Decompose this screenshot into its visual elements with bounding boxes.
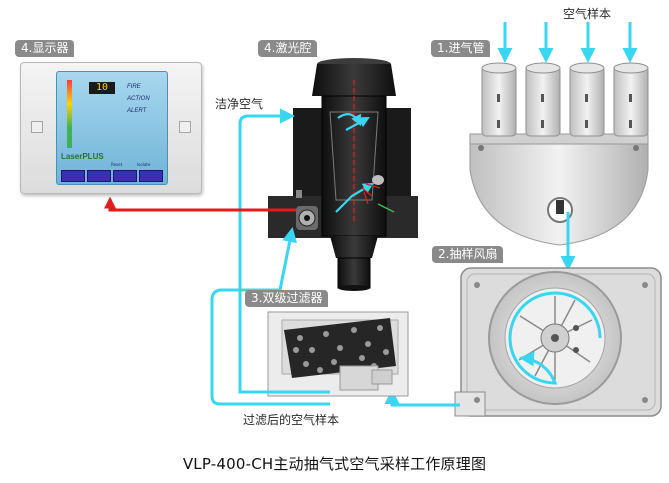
display-digits: 10 [89, 82, 115, 94]
panel-button [113, 170, 137, 182]
fan-swirl-arrow [508, 291, 602, 385]
air-sample-arrows [497, 22, 638, 63]
dual-filter [267, 311, 409, 397]
mount-hole [179, 121, 191, 133]
fire-indicator: FIRE [127, 84, 141, 90]
filtered-air-label: 过滤后的空气样本 [243, 413, 340, 427]
chamber-flow-out [345, 116, 370, 131]
display-tag: 4.显示器 [15, 40, 75, 57]
laser-chamber [268, 58, 418, 291]
air-sample-label: 空气样本 [563, 7, 612, 21]
isolate-key-label: Isolate [137, 162, 151, 167]
display-screen: 10 FIRE ACTION ALERT LaserPLUS Reset Iso… [56, 71, 168, 185]
laser-chamber-tag: 4.激光腔 [258, 40, 318, 57]
level-bar [67, 80, 72, 148]
filter-tag: 3.双级过滤器 [245, 290, 329, 307]
sampling-fan [454, 267, 662, 417]
display-panel: 10 FIRE ACTION ALERT LaserPLUS Reset Iso… [20, 62, 202, 194]
clean-air-path [238, 114, 330, 394]
filtered-air-path [210, 227, 330, 406]
fan-tag: 2.抽样风扇 [432, 246, 504, 263]
intake-manifold [469, 62, 649, 246]
signal-line [104, 196, 296, 212]
panel-button [87, 170, 111, 182]
mount-hole [31, 121, 43, 133]
panel-button [139, 170, 163, 182]
alert-indicator: ALERT [127, 108, 147, 114]
intake-pipe-tag: 1.进气管 [431, 40, 491, 57]
clean-air-label: 洁净空气 [215, 97, 264, 111]
diagram-caption: VLP-400-CH主动抽气式空气采样工作原理图 [182, 455, 487, 473]
display-brand: LaserPLUS [61, 152, 104, 161]
reset-key-label: Reset [111, 162, 123, 167]
detector-beam [377, 203, 395, 213]
chamber-flow-in [335, 182, 374, 213]
panel-button [61, 170, 85, 182]
action-indicator: ACTION [127, 96, 150, 102]
laser-scatter [361, 183, 381, 205]
